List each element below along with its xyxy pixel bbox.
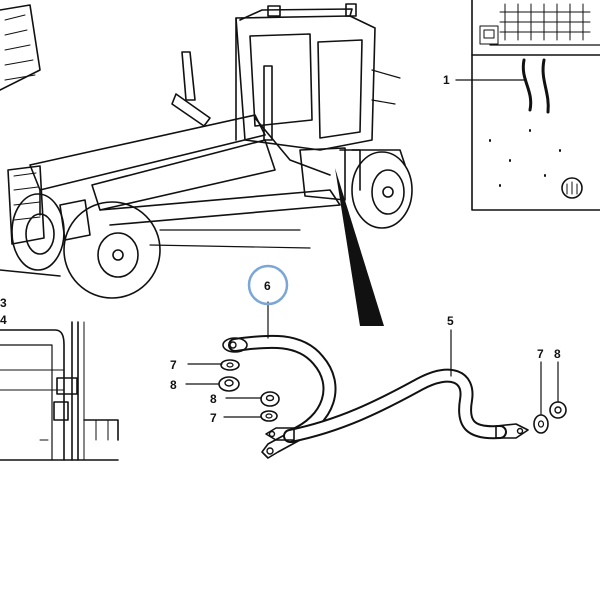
callout-4: 4 — [0, 313, 7, 327]
electrical-panel-detail — [471, 0, 600, 211]
washer-7c — [533, 414, 549, 434]
washer-7a — [220, 359, 240, 371]
callout-8-top: 8 — [170, 378, 177, 392]
highlight-circle — [247, 264, 289, 306]
callout-7-right: 7 — [537, 347, 544, 361]
leader-lines — [185, 301, 559, 418]
washer-7b — [260, 410, 278, 422]
battery-cable-6 — [222, 334, 337, 459]
callout-5: 5 — [447, 314, 454, 328]
nut-8c — [549, 401, 567, 419]
callout-8-mid: 8 — [210, 392, 217, 406]
callout-1: 1 — [443, 73, 450, 87]
lower-left-detail — [0, 321, 119, 461]
callout-8-right: 8 — [554, 347, 561, 361]
motor-grader-illustration — [0, 3, 413, 299]
callout-3: 3 — [0, 296, 7, 310]
callout-7-top: 7 — [170, 358, 177, 372]
callout-6: 6 — [264, 279, 271, 293]
battery-cable-5 — [265, 368, 529, 443]
callout-7-mid: 7 — [210, 411, 217, 425]
pointer-wedge — [335, 168, 384, 326]
nut-8a — [218, 376, 240, 392]
nut-8b — [260, 391, 280, 407]
